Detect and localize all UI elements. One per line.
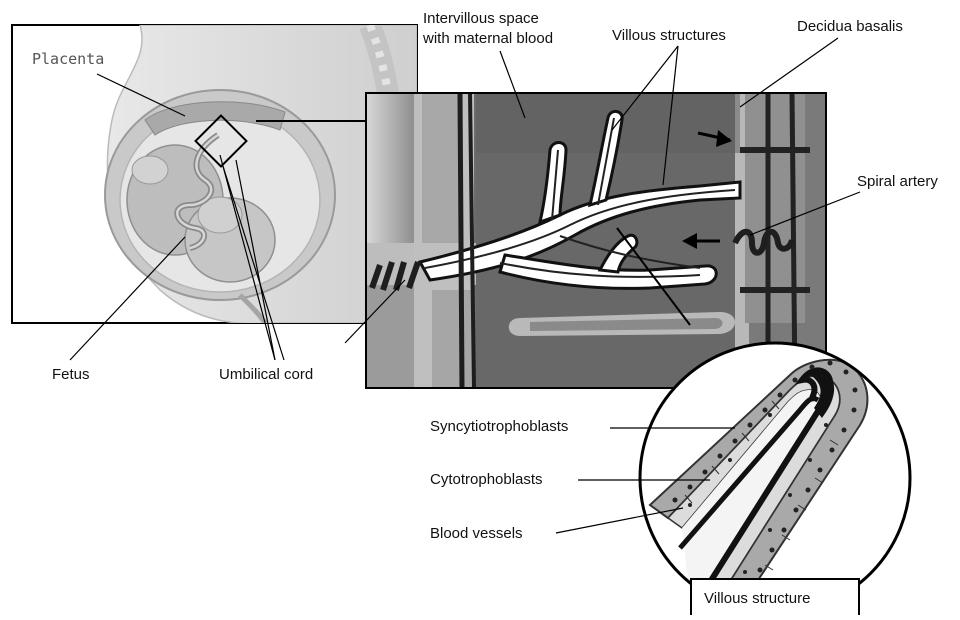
- label-placenta: Placenta: [32, 50, 104, 68]
- villous-detail-inset: [640, 343, 910, 613]
- label-spiral-artery: Spiral artery: [857, 173, 938, 191]
- label-fetus: Fetus: [52, 366, 90, 384]
- label-umbilical-cord: Umbilical cord: [219, 366, 313, 384]
- label-villous-structures: Villous structures: [612, 27, 726, 45]
- label-decidua-basalis: Decidua basalis: [797, 18, 903, 36]
- label-intervillous-line2: with maternal blood: [423, 30, 553, 48]
- label-blood-vessels: Blood vessels: [430, 525, 523, 543]
- label-syncytiotrophoblasts: Syncytiotrophoblasts: [430, 418, 568, 436]
- label-villous-structure-caption: Villous structure: [704, 590, 810, 608]
- label-intervillous-line1: Intervillous space: [423, 10, 539, 28]
- label-cytotrophoblasts: Cytotrophoblasts: [430, 471, 543, 489]
- pregnancy-illustration-panel: [12, 25, 417, 324]
